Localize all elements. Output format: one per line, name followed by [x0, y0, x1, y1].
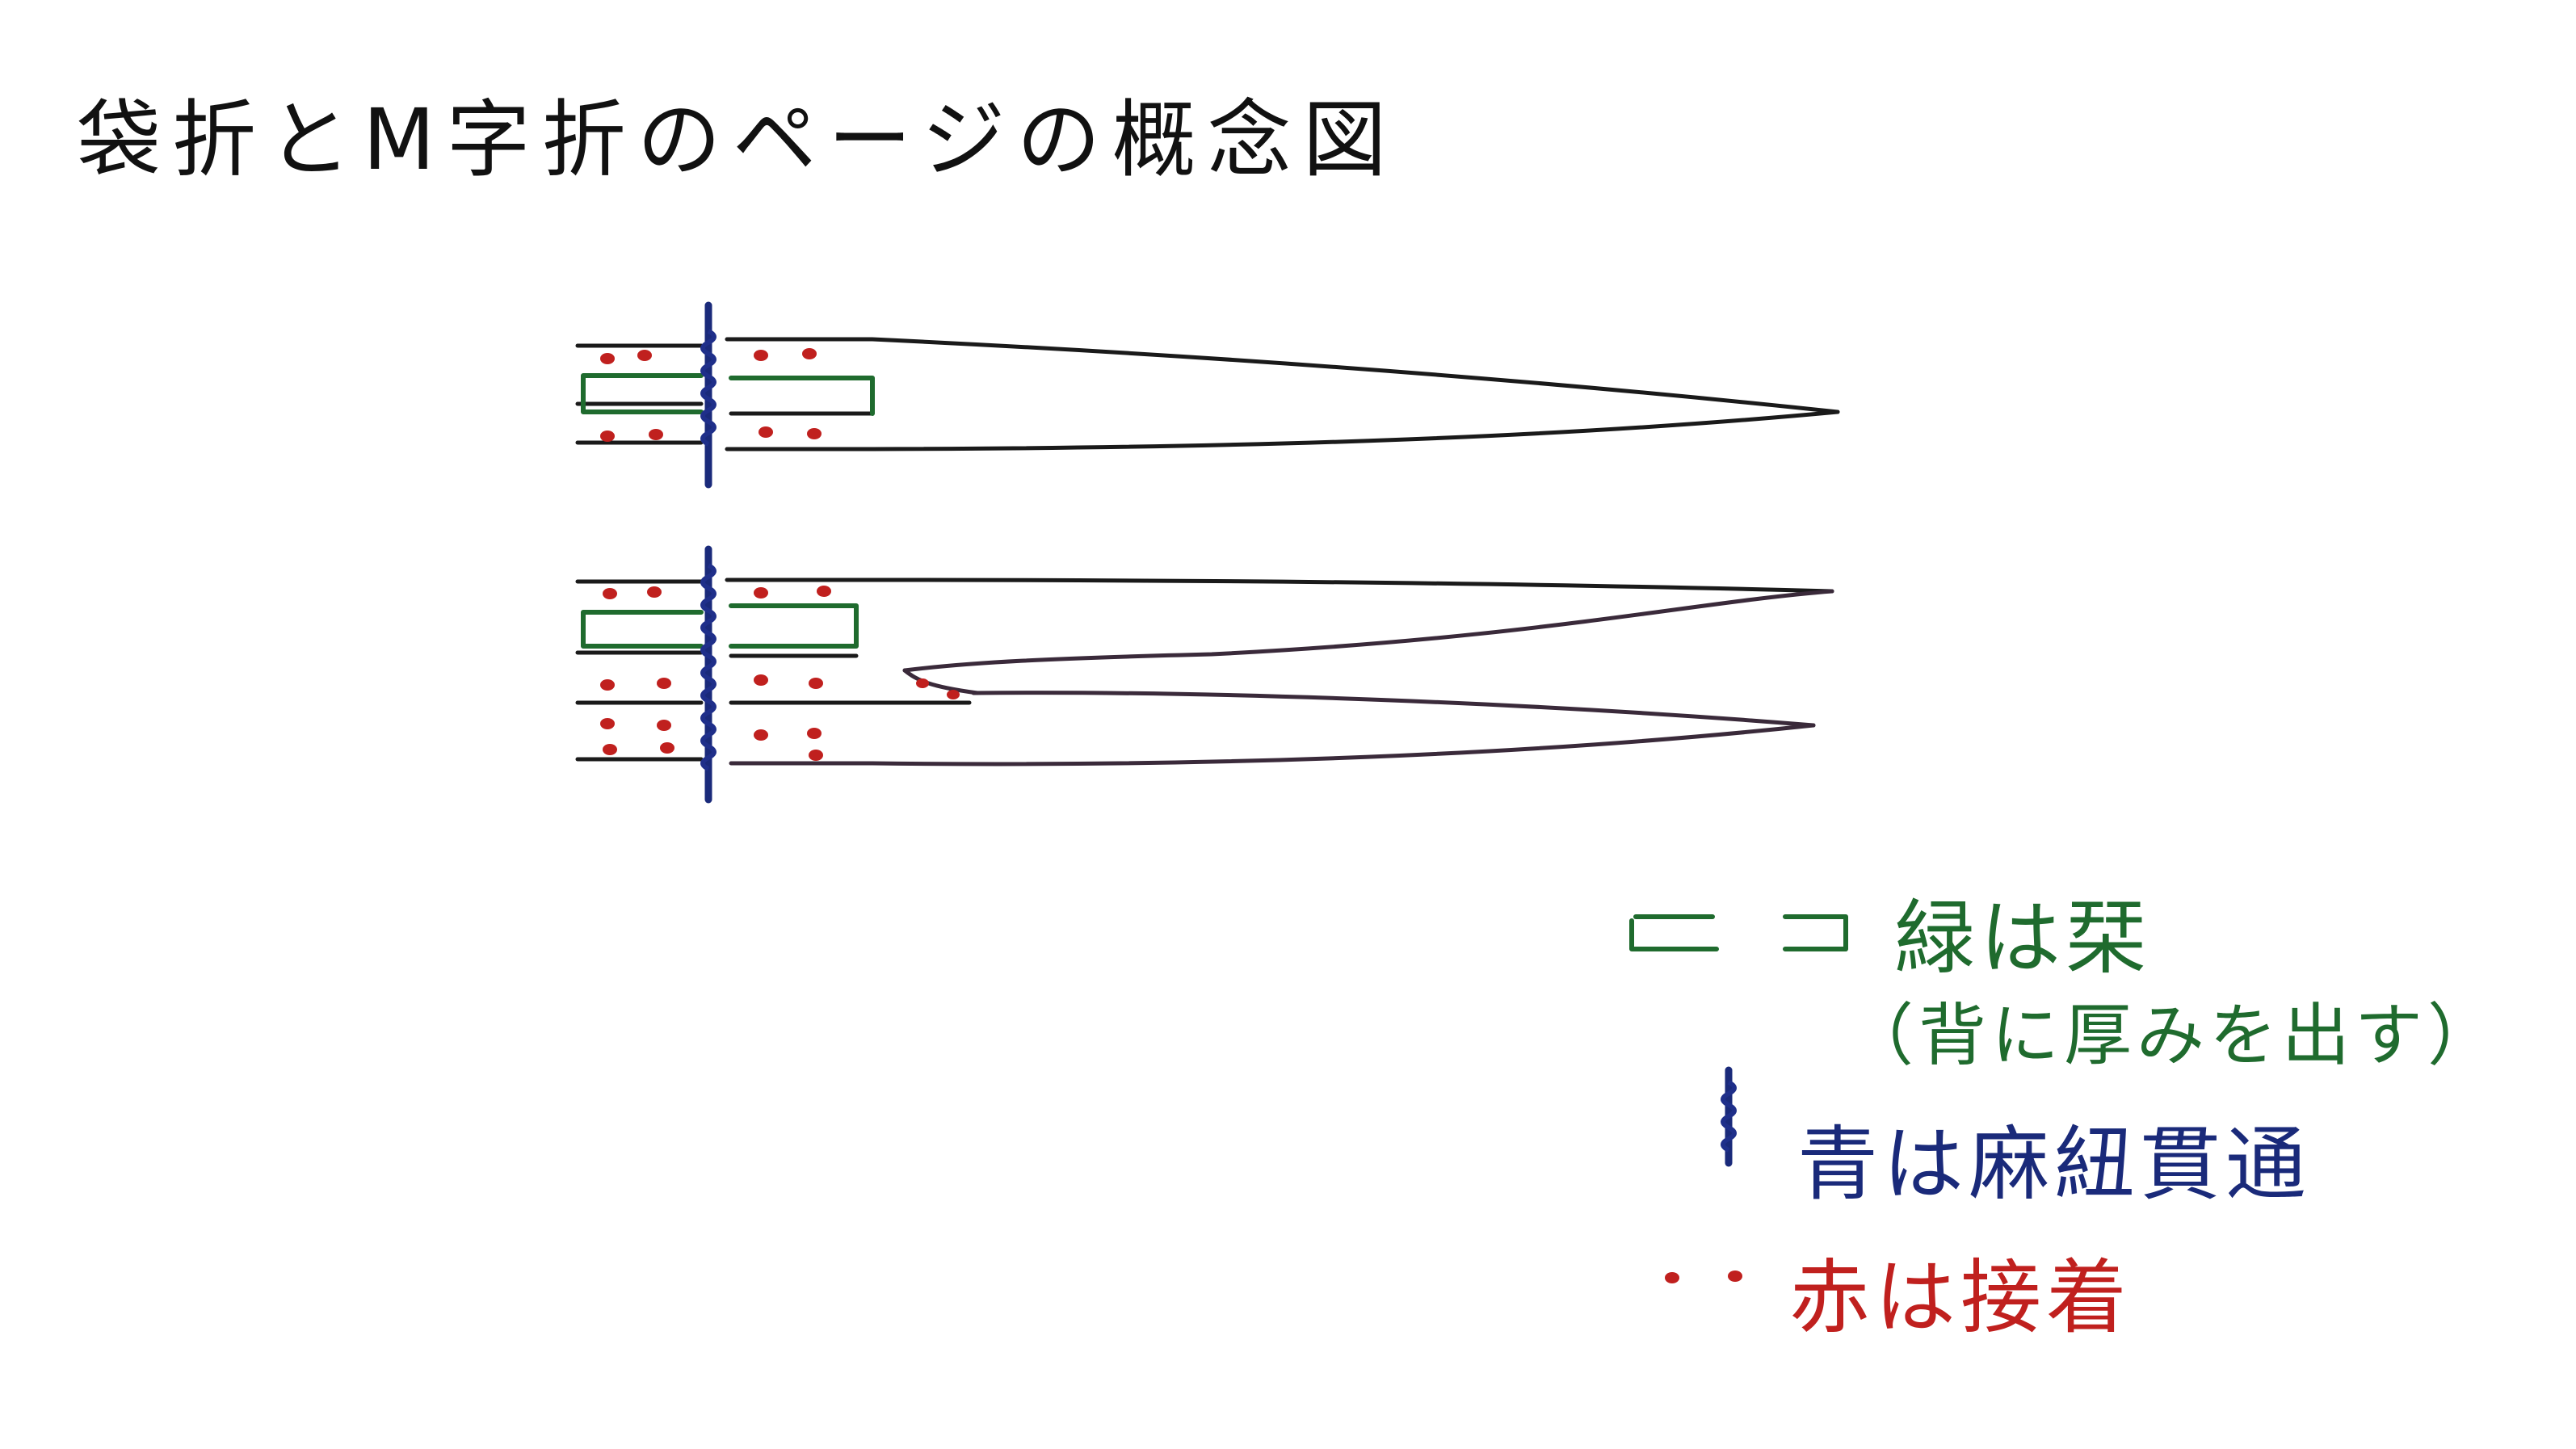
m-fold-diagram — [575, 545, 1834, 804]
mfold-spine-thread — [700, 563, 716, 771]
mfold-right-bottom-outer — [729, 723, 1816, 766]
pouch-fold-diagram — [575, 301, 1840, 489]
pouch-left-bookmark — [581, 373, 704, 414]
legend-blue-symbol — [1721, 1066, 1737, 1167]
legend-red-label: 赤は接着 — [1789, 1250, 2132, 1345]
mfold-glue-dots — [600, 586, 960, 761]
pouch-right-line-bot — [725, 410, 1840, 452]
legend-green-sublabel: （背に厚みを出す） — [1846, 996, 2501, 1075]
pouch-right-bookmark — [729, 376, 875, 416]
mfold-right-mid-lower — [971, 691, 1816, 728]
diagram-title: 袋折とM字折のページの概念図 — [77, 90, 1398, 189]
legend-red-symbol — [1665, 1270, 1742, 1283]
mfold-left-bookmark — [581, 610, 704, 649]
mfold-right-middle-tip — [902, 668, 980, 695]
mfold-right-top-outer — [725, 578, 1834, 594]
pouch-spine-thread — [700, 329, 716, 447]
legend-green-label: 緑は栞 — [1894, 891, 2151, 985]
pouch-right-line-top — [725, 337, 1840, 414]
mfold-right-top-inner — [902, 589, 1834, 673]
legend-blue-label: 青は麻紐貫通 — [1797, 1117, 2311, 1212]
legend-green-symbol — [1629, 914, 1848, 951]
mfold-right-bookmark — [729, 603, 859, 649]
pouch-glue-dots — [600, 348, 822, 442]
